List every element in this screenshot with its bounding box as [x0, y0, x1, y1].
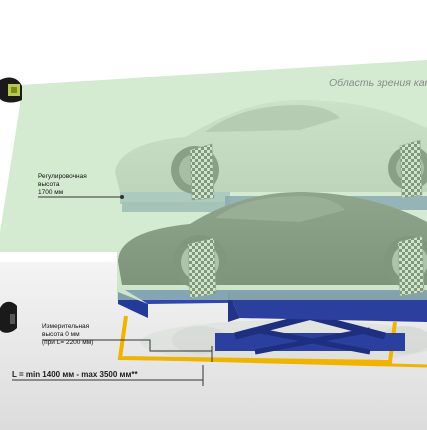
measuring-height-line-2: высота 0 мм	[42, 331, 80, 338]
adjustable-height-line-2: высота	[38, 181, 60, 188]
adjustable-height-line-1: Регулировочная	[38, 173, 87, 180]
measuring-head-icon	[0, 301, 17, 333]
camera-area-label: Область зрения кам	[329, 77, 427, 89]
vision-cone	[0, 60, 427, 300]
length-range-label: L = min 1400 мм - max 3500 мм**	[12, 370, 138, 379]
adjustable-height-label: Регулировочная высота 1700 мм	[38, 173, 87, 197]
leader-lines	[12, 195, 213, 386]
measuring-height-line-3: (при L= 2200 мм)	[42, 339, 94, 346]
adjustable-height-line-3: 1700 мм	[38, 189, 64, 196]
measuring-height-line-1: Измерительная	[42, 323, 90, 330]
measuring-height-label: Измерительная высота 0 мм (при L= 2200 м…	[42, 323, 93, 347]
camera-icon	[0, 77, 22, 103]
